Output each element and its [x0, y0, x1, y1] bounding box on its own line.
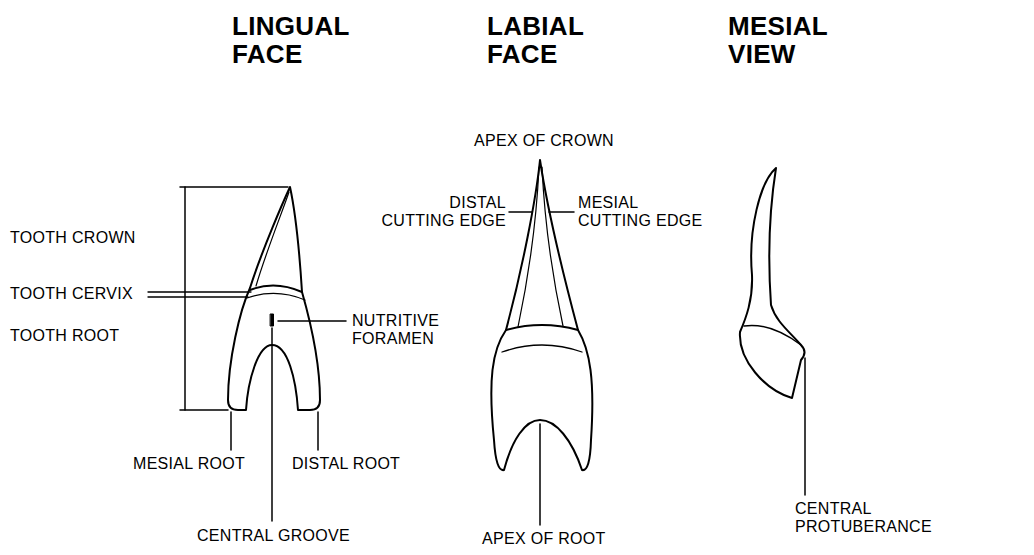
view-heading: LINGUAL FACE: [232, 12, 349, 68]
leader-line: [539, 424, 541, 525]
part-label: DISTAL CUTTING EDGE: [378, 194, 506, 230]
leader-line: [509, 211, 532, 213]
cervix-line: [506, 325, 578, 330]
leader-line: [549, 211, 574, 213]
leader-line: [271, 328, 273, 521]
enamel-line: [518, 167, 539, 327]
leader-line: [278, 320, 346, 322]
cervix-line: [247, 293, 305, 300]
crown-edge-line: [256, 192, 289, 286]
view-heading: LABIAL FACE: [487, 12, 584, 68]
tooth-outline: [228, 187, 320, 410]
dimension-tick: [180, 186, 288, 188]
part-label: APEX OF ROOT: [482, 530, 606, 548]
cervix-line: [250, 285, 302, 292]
part-label: DISTAL ROOT: [292, 455, 400, 473]
leader-line: [148, 291, 251, 292]
dimension-line: [184, 187, 186, 410]
leader-line: [230, 412, 232, 450]
leader-line: [148, 296, 248, 297]
cervix-line: [502, 345, 582, 352]
leader-line: [804, 358, 806, 495]
enamel-line: [542, 167, 563, 326]
part-label: APEX OF CROWN: [474, 132, 614, 150]
dimension-tick: [180, 409, 228, 411]
labial-tooth: [491, 160, 592, 525]
part-label: MESIAL ROOT: [133, 455, 245, 473]
leader-line: [317, 412, 319, 450]
nutritive-foramen: [271, 314, 274, 326]
cervix-line: [744, 325, 801, 345]
tooth-outline: [740, 168, 805, 398]
part-label: CENTRAL GROOVE: [197, 527, 350, 545]
part-label: TOOTH CERVIX: [10, 285, 133, 303]
tooth-outline: [491, 160, 592, 470]
mesial-tooth: [740, 168, 805, 495]
part-label: CENTRAL PROTUBERANCE: [795, 500, 932, 536]
part-label: TOOTH CROWN: [10, 229, 136, 247]
part-label: MESIAL CUTTING EDGE: [578, 194, 706, 230]
view-heading: MESIAL VIEW: [728, 12, 828, 68]
part-label: NUTRITIVE FORAMEN: [352, 312, 439, 348]
part-label: TOOTH ROOT: [10, 327, 119, 345]
